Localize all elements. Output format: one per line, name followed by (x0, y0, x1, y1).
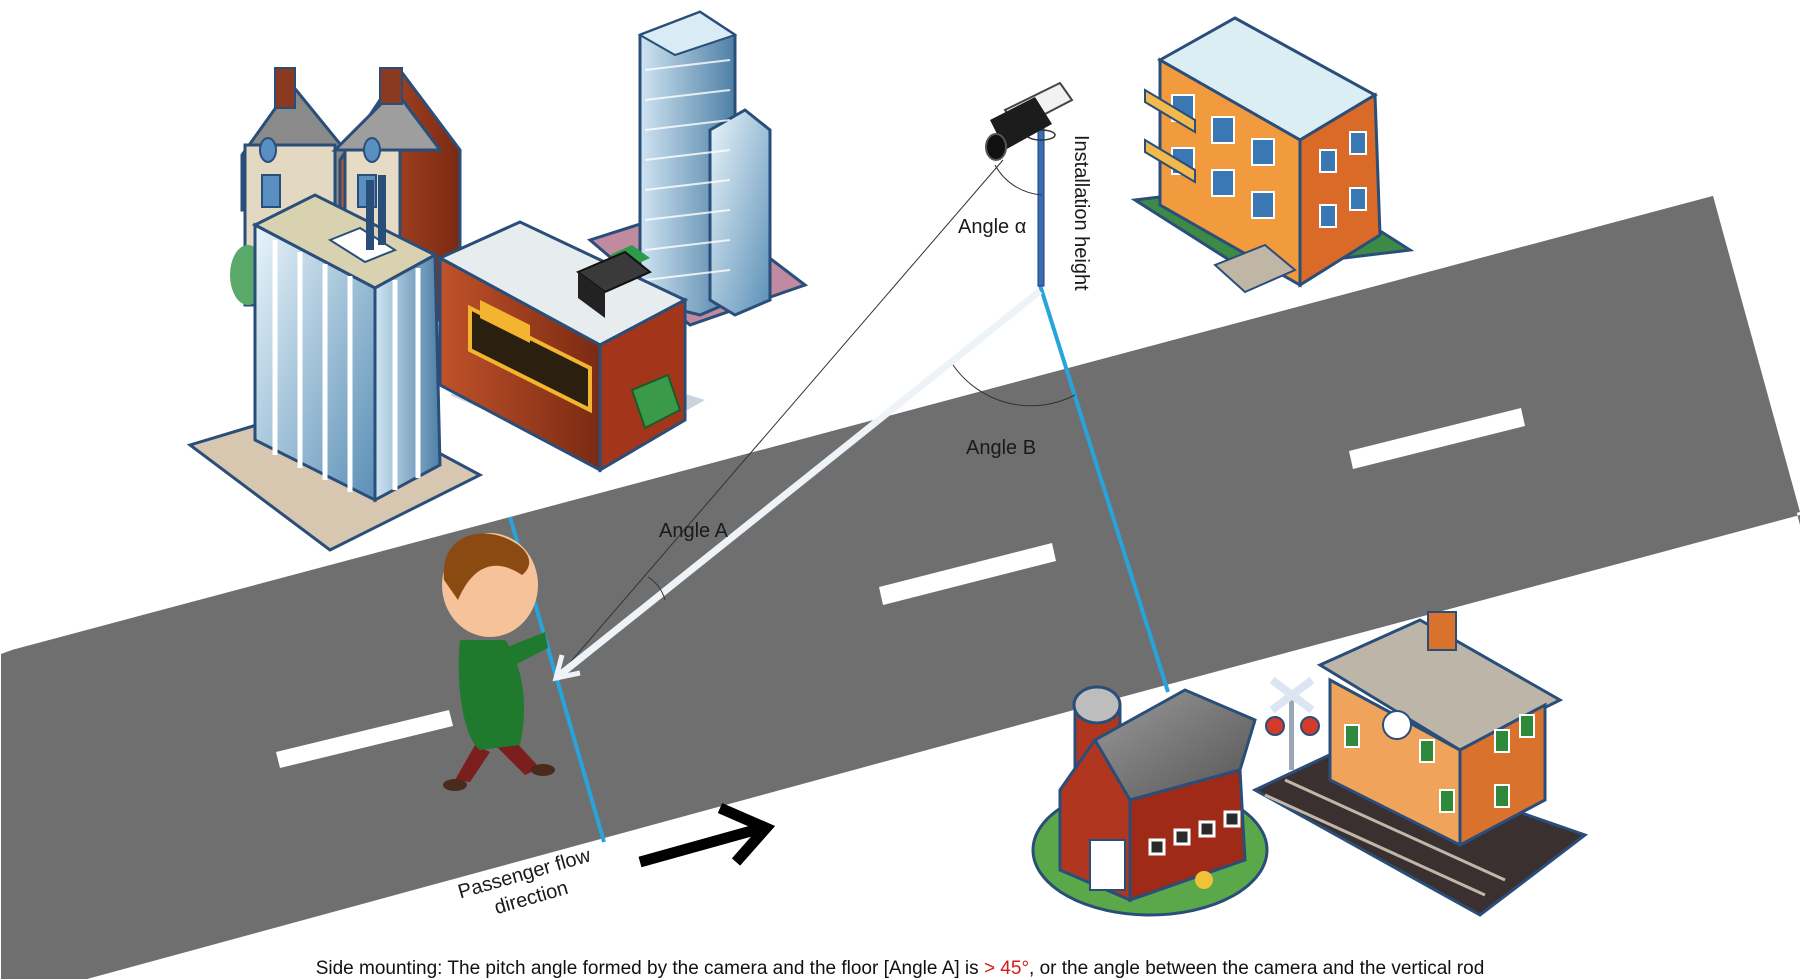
pedestrian-icon (442, 533, 555, 791)
view-lines (552, 159, 1076, 682)
beam-arrowhead (552, 654, 581, 682)
railroad-crossing-icon (1265, 676, 1320, 770)
barn-icon (1031, 685, 1269, 917)
skyscraper-icon (586, 10, 809, 327)
lane-marking-3 (1349, 408, 1525, 469)
angle-a-label: Angle A (659, 520, 729, 542)
guide-line-pole (1038, 284, 1170, 693)
lane-marking-2 (879, 543, 1056, 605)
angle-b-arc (952, 364, 1076, 407)
angle-alpha-label: Angle α (958, 216, 1026, 238)
camera-to-feet-line (554, 159, 1004, 681)
camera-beam (553, 288, 1043, 681)
angle-a-arc (647, 576, 666, 601)
camera-icon (985, 81, 1074, 161)
angle-alpha-arc (994, 164, 1043, 196)
lane-markings (276, 408, 1525, 768)
office-tower-icon (186, 175, 484, 552)
lane-marking-1 (276, 710, 453, 768)
caption: Side mounting: The pitch angle formed by… (0, 958, 1800, 980)
apartment-icon (1130, 16, 1415, 294)
installation-height-label: Installation height (1070, 135, 1092, 291)
restaurant-icon (436, 220, 705, 473)
train-station-icon (1251, 611, 1589, 917)
direction-arrow-icon (638, 802, 776, 868)
angle-b-label: Angle B (966, 437, 1036, 459)
caption-suffix: , or the angle between the camera and th… (1029, 958, 1485, 979)
caption-highlight: > 45° (983, 958, 1030, 979)
caption-prefix: Side mounting: The pitch angle formed by… (315, 958, 984, 979)
